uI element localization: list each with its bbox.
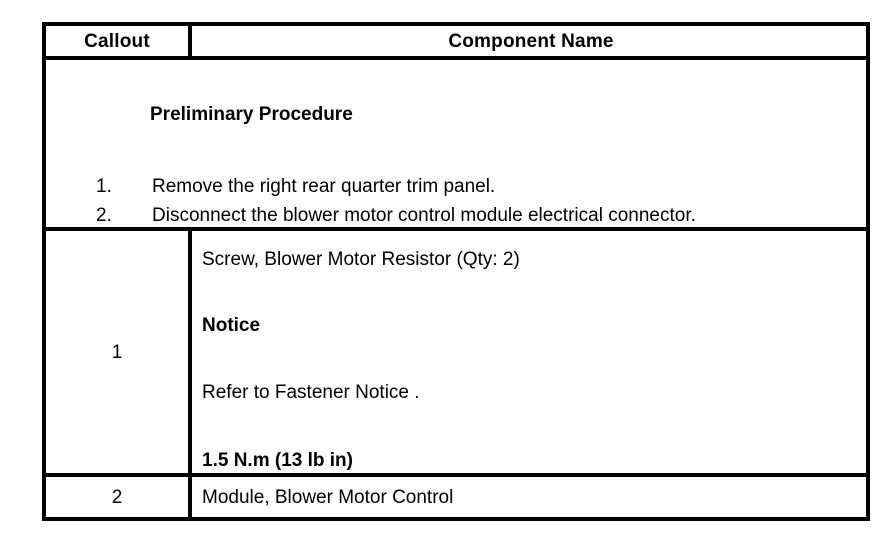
table-header-row: Callout Component Name xyxy=(46,26,866,60)
component-name-text: Screw, Blower Motor Resistor (Qty: 2) xyxy=(202,249,520,270)
table-row: 1 Screw, Blower Motor Resistor (Qty: 2) … xyxy=(46,231,866,477)
component-name-text: Module, Blower Motor Control xyxy=(202,486,454,508)
component-detail-cell: Screw, Blower Motor Resistor (Qty: 2) No… xyxy=(196,231,866,473)
notice-reference-text: Refer to Fastener Notice . xyxy=(202,382,420,403)
list-item-number: 2. xyxy=(96,205,112,226)
list-item: 2. Disconnect the blower motor control m… xyxy=(46,201,866,230)
table-row: 2 Module, Blower Motor Control xyxy=(46,477,866,517)
list-item-text: Remove the right rear quarter trim panel… xyxy=(152,176,496,197)
callout-number: 2 xyxy=(111,486,123,508)
header-cell-component-name: Component Name xyxy=(196,26,866,56)
header-label-callout: Callout xyxy=(84,30,150,52)
preliminary-procedure-row: Preliminary Procedure 1. Remove the righ… xyxy=(46,60,866,231)
service-procedure-table: Callout Component Name Preliminary Proce… xyxy=(42,22,870,521)
preliminary-procedure-title: Preliminary Procedure xyxy=(150,104,353,125)
list-item-text: Disconnect the blower motor control modu… xyxy=(152,205,696,226)
header-cell-callout: Callout xyxy=(46,26,192,56)
callout-number-cell: 1 xyxy=(46,231,192,473)
notice-heading: Notice xyxy=(202,315,261,336)
list-item-number: 1. xyxy=(96,176,112,197)
preliminary-procedure-list: 1. Remove the right rear quarter trim pa… xyxy=(46,172,866,230)
list-item: 1. Remove the right rear quarter trim pa… xyxy=(46,172,866,201)
component-detail-cell: Module, Blower Motor Control xyxy=(196,477,866,517)
callout-number: 1 xyxy=(111,341,123,363)
callout-number-cell: 2 xyxy=(46,477,192,517)
torque-specification: 1.5 N.m (13 lb in) xyxy=(202,450,353,471)
header-label-component-name: Component Name xyxy=(448,30,614,52)
